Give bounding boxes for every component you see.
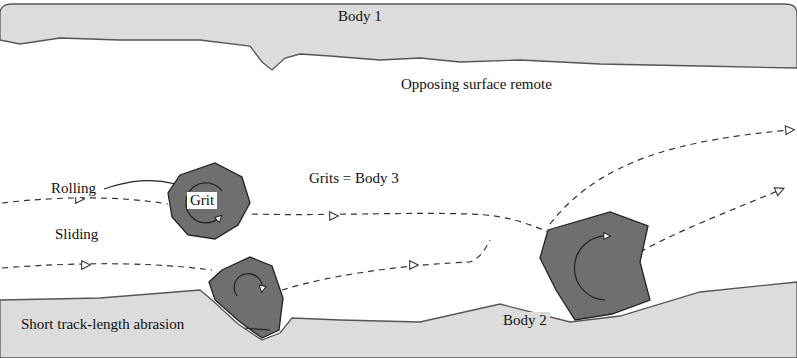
grit-particle: Grit [160,155,260,250]
grit-label: Grit [187,192,217,209]
body-band: Body 2 [0,270,797,358]
annotation-label: Grits = Body 3 [306,170,402,187]
body-label: Body 2 [500,312,550,329]
annotation-label: Short track-length abrasion [18,316,187,333]
node-outline [0,0,797,80]
body-band: Body 1 [0,0,797,80]
annotation-label: Rolling [48,180,99,197]
body-label: Body 1 [335,8,385,25]
annotation-label: Opposing surface remote [398,76,555,93]
annotation-label: Sliding [52,226,101,243]
node-outline [0,270,797,358]
